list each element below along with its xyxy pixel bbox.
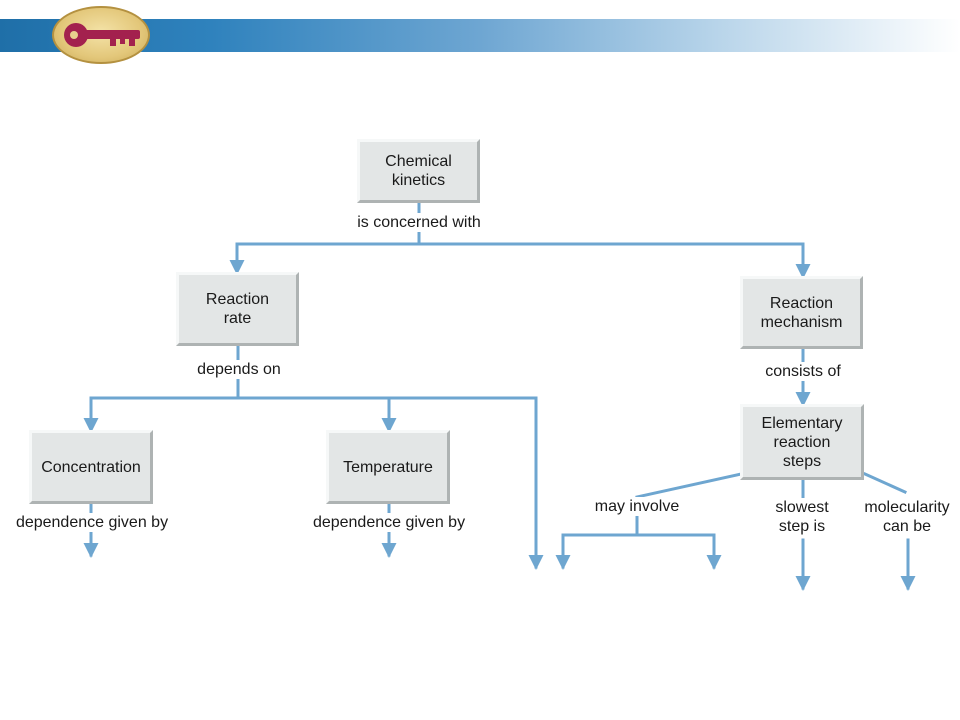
link-concentration-dependence: dependence given by (13, 513, 171, 532)
connector-molecularity (863, 472, 907, 494)
logo-badge (52, 6, 150, 64)
header-bar (0, 19, 960, 52)
node-reaction-mechanism: Reaction mechanism (740, 276, 863, 349)
node-concentration: Concentration (29, 430, 153, 504)
key-icon (64, 23, 140, 47)
link-may-involve: may involve (592, 497, 682, 516)
node-elementary-steps: Elementary reaction steps (740, 404, 864, 480)
node-reaction-rate: Reaction rate (176, 272, 299, 346)
link-is-concerned-with: is concerned with (355, 213, 483, 232)
link-depends-on: depends on (195, 360, 283, 379)
node-temperature: Temperature (326, 430, 450, 504)
link-consists-of: consists of (763, 362, 843, 381)
link-slowest-step: slowest step is (773, 498, 831, 536)
connector-may-involve (635, 472, 743, 499)
link-temperature-dependence: dependence given by (310, 513, 468, 532)
node-chemical-kinetics: Chemical kinetics (357, 139, 480, 203)
link-molecularity: molecularity can be (862, 498, 952, 536)
